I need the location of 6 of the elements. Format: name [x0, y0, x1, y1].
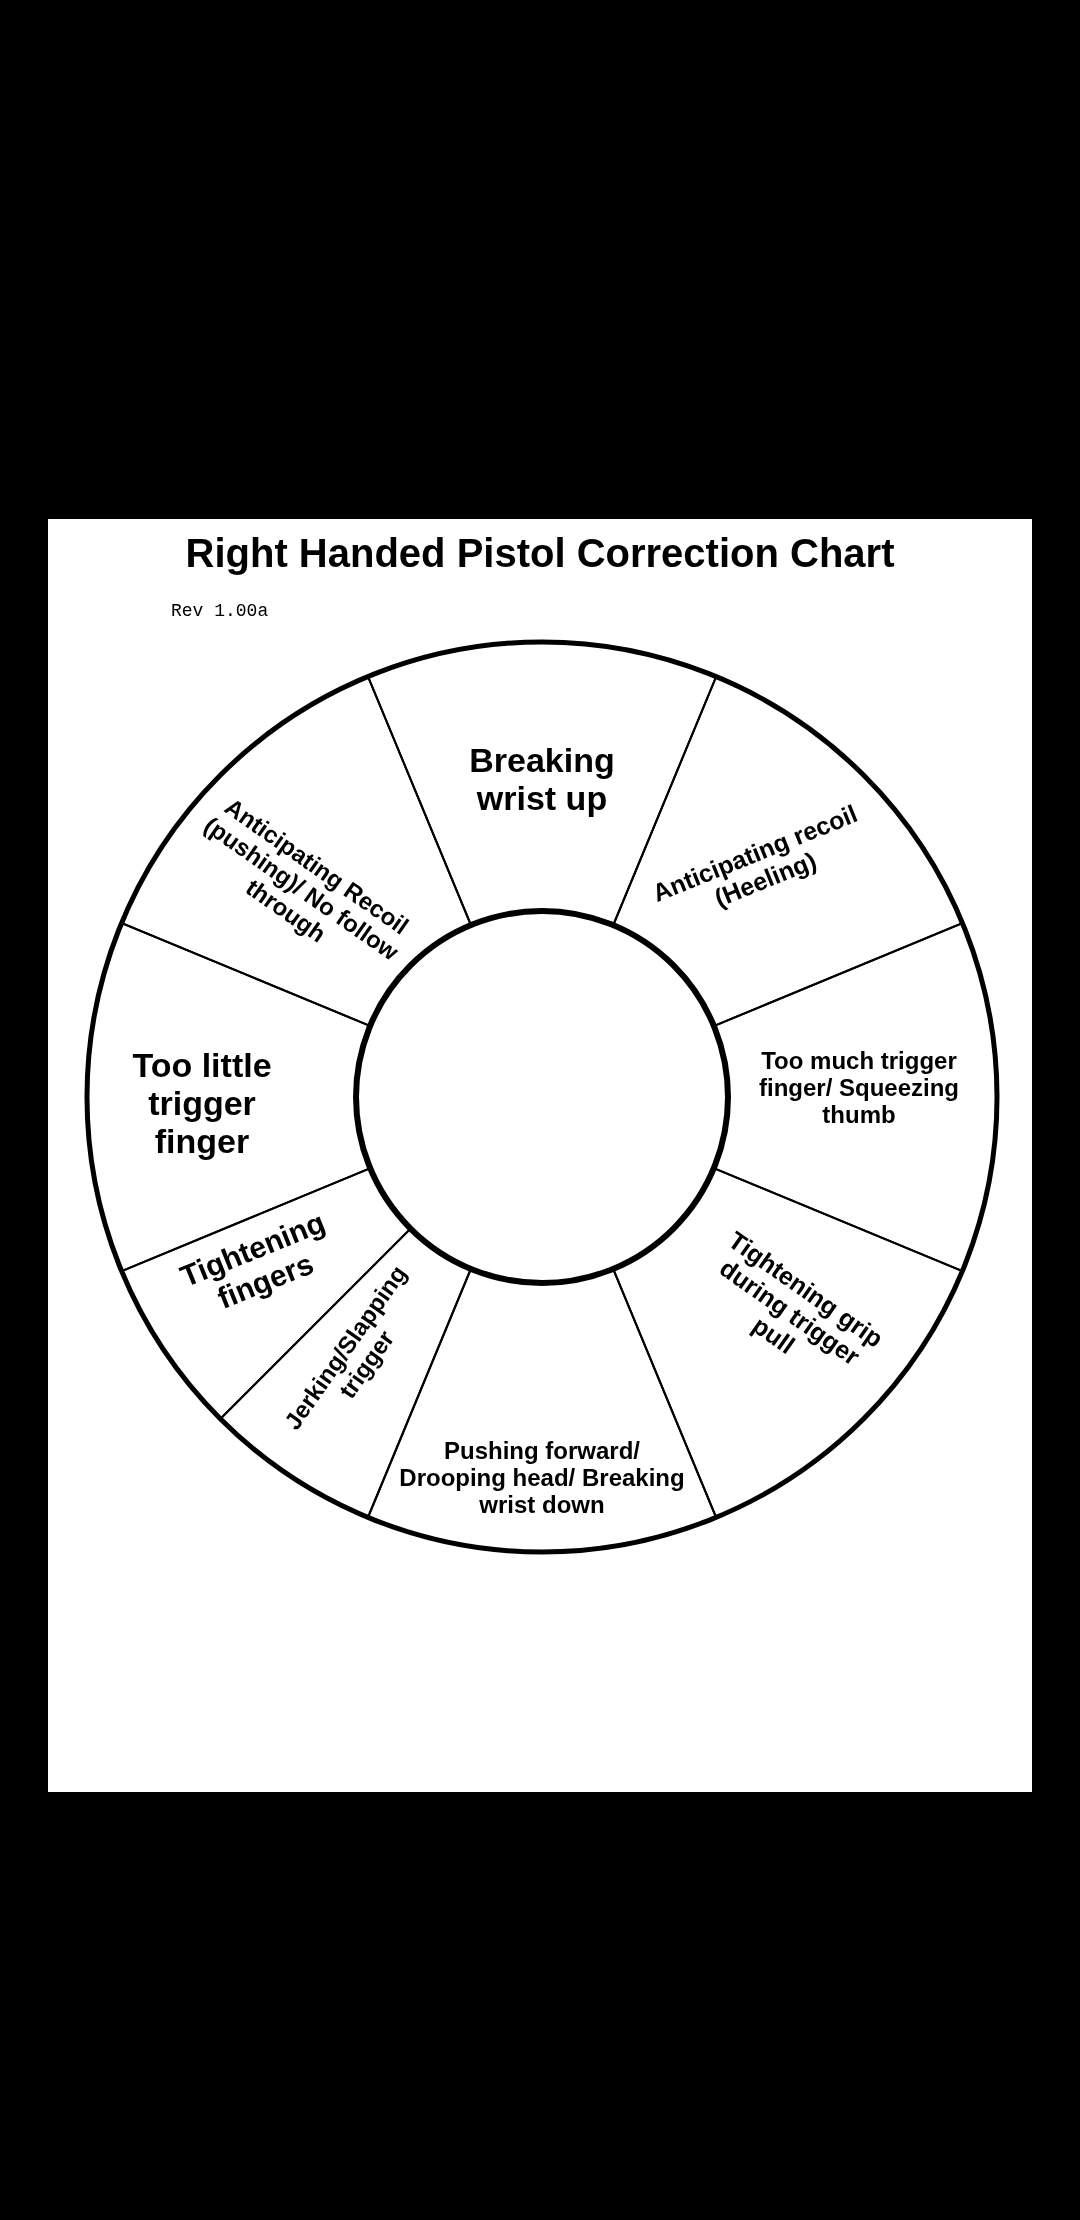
segment-label: Too much trigger finger/ Squeezing thumb	[757, 1047, 960, 1129]
segment-label: Too little trigger finger	[131, 1045, 273, 1161]
chart-title: Right Handed Pistol Correction Chart	[184, 531, 896, 576]
revision-note: Rev 1.00a	[171, 601, 269, 621]
segment-label: Pushing forward/ Drooping head/ Breaking wrist down	[398, 1437, 686, 1519]
segment-label: Breaking wrist up	[468, 740, 616, 818]
